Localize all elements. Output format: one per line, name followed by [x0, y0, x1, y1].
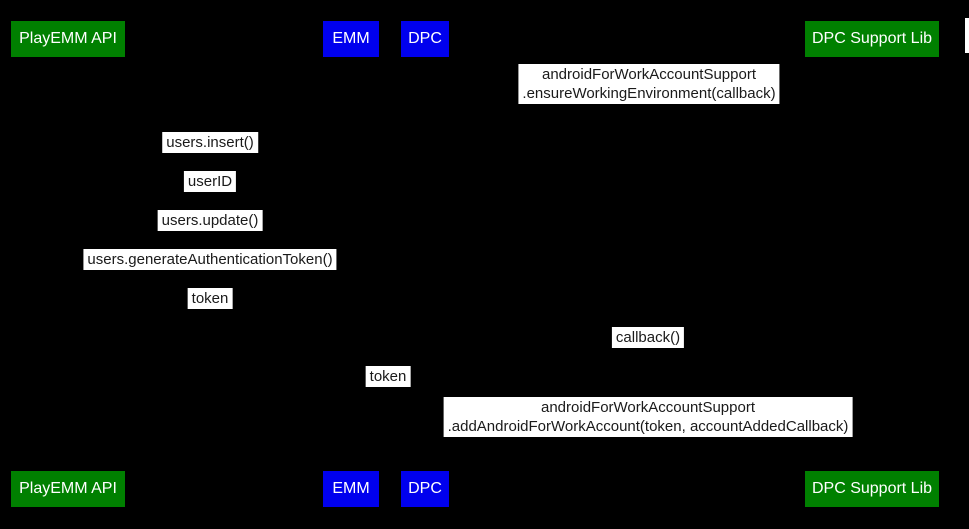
actor-emm-bottom: EMM — [323, 471, 379, 507]
actor-dpc-top: DPC — [401, 21, 449, 57]
message-token-to-dpc: token — [365, 366, 411, 387]
message-line: .addAndroidForWorkAccount(token, account… — [447, 418, 849, 435]
clipped-label-fragment — [965, 18, 969, 53]
message-line: androidForWorkAccountSupport — [541, 66, 756, 83]
message-userid: userID — [183, 171, 237, 192]
message-callback: callback() — [611, 327, 685, 348]
message-line: .ensureWorkingEnvironment(callback) — [522, 85, 776, 102]
actor-playemm-api-bottom: PlayEMM API — [11, 471, 125, 507]
message-users-insert: users.insert() — [162, 132, 258, 153]
actor-dpc-support-lib-bottom: DPC Support Lib — [805, 471, 939, 507]
message-token-to-playemm: token — [187, 288, 233, 309]
actor-dpc-bottom: DPC — [401, 471, 449, 507]
message-users-update: users.update() — [157, 210, 263, 231]
actor-emm-top: EMM — [323, 21, 379, 57]
message-generate-authentication-token: users.generateAuthenticationToken() — [83, 249, 337, 270]
actor-dpc-support-lib-top: DPC Support Lib — [805, 21, 939, 57]
message-ensure-working-environment: androidForWorkAccountSupport .ensureWork… — [518, 64, 780, 104]
message-line: androidForWorkAccountSupport — [541, 399, 755, 416]
message-add-android-for-work-account: androidForWorkAccountSupport .addAndroid… — [443, 397, 853, 437]
actor-playemm-api-top: PlayEMM API — [11, 21, 125, 57]
